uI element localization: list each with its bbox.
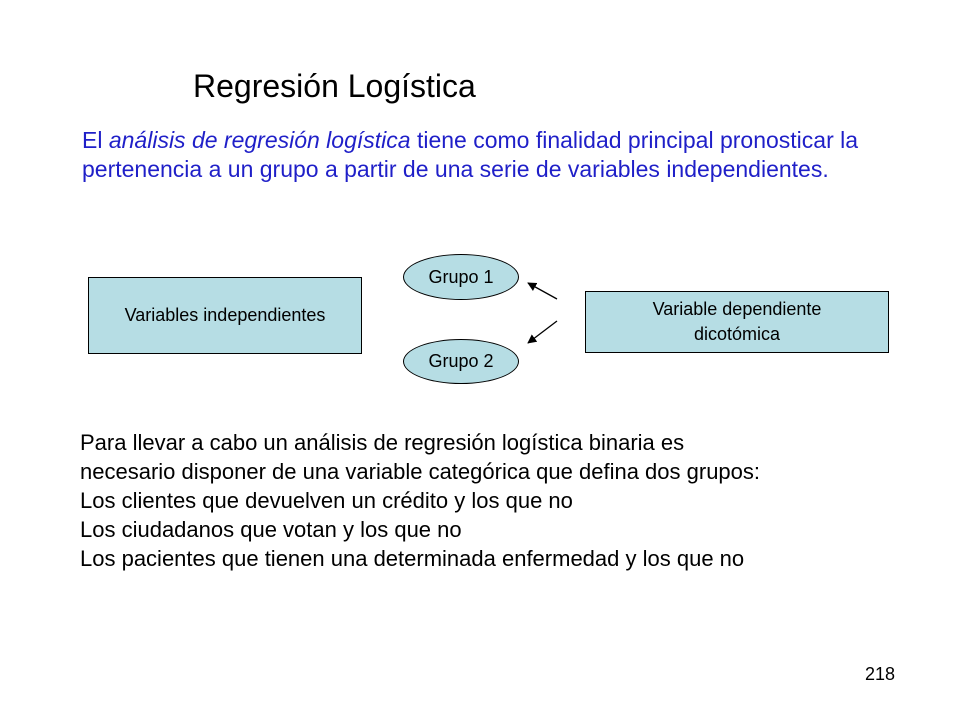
group-2-label: Grupo 2 [428, 351, 494, 371]
body-text: Para llevar a cabo un análisis de regres… [80, 428, 940, 573]
group-1-oval: Grupo 1 [403, 254, 519, 300]
intro-paragraph: El análisis de regresión logística tiene… [82, 126, 882, 184]
dependent-variable-label: Variable dependiente dicotómica [652, 299, 822, 344]
independent-variables-box: Variables independientes [88, 277, 362, 354]
slide-title: Regresión Logística [193, 68, 476, 104]
independent-variables-label: Variables independientes [124, 305, 326, 325]
arrow-to-group-2 [527, 320, 558, 344]
group-1-label: Grupo 1 [428, 266, 494, 287]
body-line: necesario disponer de una variable categ… [80, 459, 761, 484]
intro-text-end: tiene como finalidad principal pronostic… [82, 127, 859, 182]
group-2-oval: Grupo 2 [403, 339, 519, 384]
body-line: Los ciudadanos que votan y los que no [80, 517, 462, 542]
arrow-to-group-1 [527, 282, 558, 300]
dependent-variable-box: Variable dependiente dicotómica [585, 291, 889, 353]
intro-text-start: El [82, 127, 109, 153]
page-number: 218 [865, 664, 896, 684]
intro-emphasis: análisis de regresión logística [108, 127, 411, 153]
body-line: Los pacientes que tienen una determinada… [80, 546, 745, 571]
body-line: Para llevar a cabo un análisis de regres… [80, 430, 685, 455]
body-line: Los clientes que devuelven un crédito y … [80, 488, 573, 513]
